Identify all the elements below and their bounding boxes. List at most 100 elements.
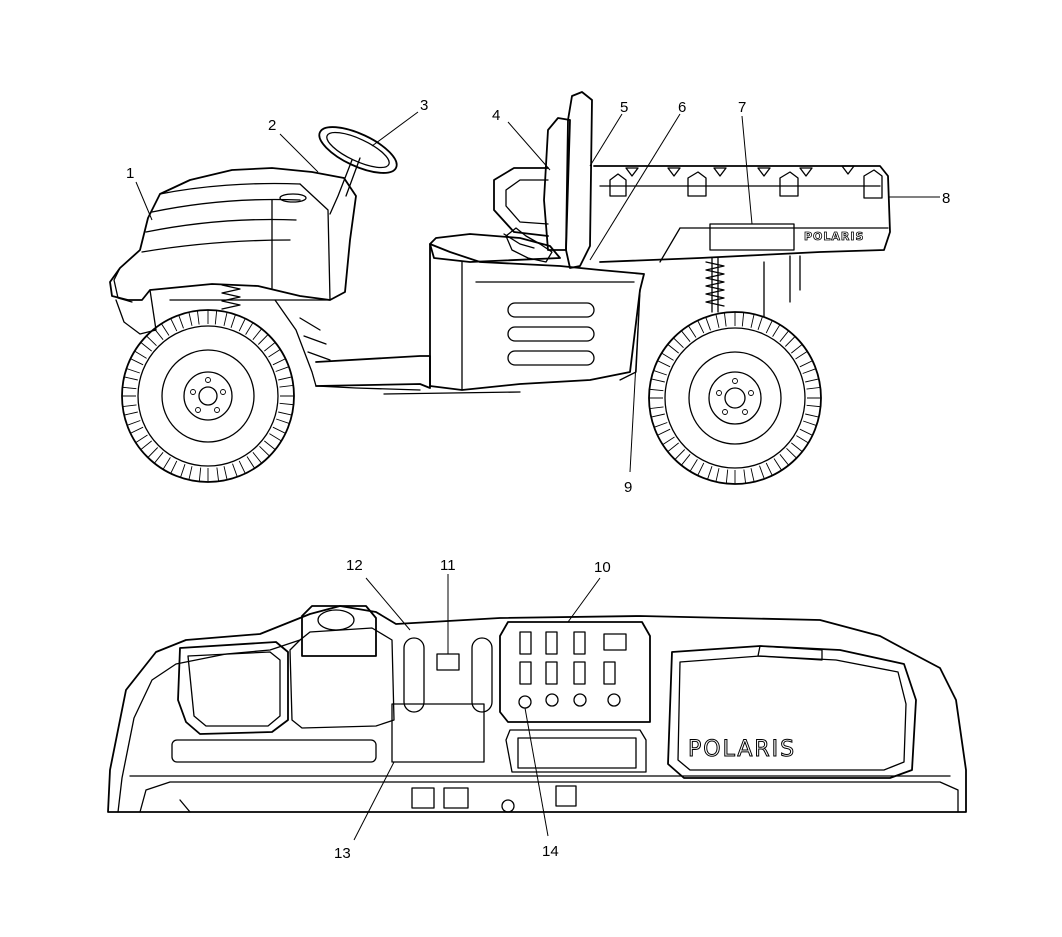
cup-holder xyxy=(301,605,377,657)
tire-tread-block xyxy=(264,341,281,358)
left-slot-gauge xyxy=(403,637,425,713)
tire-tread-block xyxy=(179,464,193,481)
callout-8: 8 xyxy=(942,190,950,207)
tire-tread-block xyxy=(153,323,170,340)
callout-7: 7 xyxy=(738,99,746,116)
tire-tread-block xyxy=(122,404,138,416)
tire-tread-block xyxy=(129,350,147,366)
front-fender xyxy=(274,299,421,391)
tire-tread-block xyxy=(786,442,803,459)
tire-tread-block xyxy=(232,460,246,478)
tire-tread-block xyxy=(689,459,705,477)
tire-tread-block xyxy=(223,311,237,328)
tire-tread-block xyxy=(799,360,817,374)
front-wheel xyxy=(121,309,295,483)
callout-1: 1 xyxy=(126,165,134,182)
hood xyxy=(109,167,357,335)
rear-spring xyxy=(705,257,725,313)
tire-tread-block xyxy=(791,343,808,360)
tire-tread-block xyxy=(252,328,269,345)
tire-tread-block xyxy=(715,312,727,328)
lower-left-strip xyxy=(171,739,377,763)
tire-tread-block xyxy=(269,426,287,442)
tire-tread-block xyxy=(140,335,157,352)
tire-tread-block xyxy=(734,311,745,327)
left-glove-box xyxy=(177,641,289,735)
tire-tread-block xyxy=(147,447,164,464)
tire-tread-block xyxy=(216,466,228,482)
tire-tread-block xyxy=(796,428,814,444)
tire-tread-block xyxy=(725,469,736,485)
tire-tread-block xyxy=(259,440,276,457)
tire-tread-block xyxy=(779,330,796,347)
vehicle-side-view: POLARIS xyxy=(109,91,891,485)
tire-tread-block xyxy=(650,369,667,383)
tire-tread-block xyxy=(680,325,697,342)
tire-tread-block xyxy=(246,452,263,469)
key-switch xyxy=(501,799,515,813)
tire-tread-block xyxy=(750,313,764,330)
tire-tread-block xyxy=(803,413,820,427)
tire-tread-block xyxy=(188,310,200,326)
tire-tread-block xyxy=(806,397,822,408)
callout-4: 4 xyxy=(492,107,500,124)
tire-tread-block xyxy=(276,411,293,425)
cargo-bed: POLARIS xyxy=(593,165,891,381)
callout-13: 13 xyxy=(334,845,351,862)
decal-panel-11 xyxy=(436,653,460,671)
tire-tread-block xyxy=(279,395,295,406)
tire-tread-block xyxy=(759,462,773,480)
callout-5: 5 xyxy=(620,99,628,116)
dash-brand-logo: POLARIS xyxy=(688,737,796,762)
callout-2: 2 xyxy=(268,117,276,134)
callout-14: 14 xyxy=(542,843,559,860)
tire-tread-block xyxy=(126,420,144,434)
callout-3: 3 xyxy=(420,97,428,114)
rear-wheel xyxy=(648,311,822,485)
dashboard-view: POLARIS xyxy=(107,605,967,813)
center-gauges xyxy=(391,637,493,763)
front-spring xyxy=(221,284,241,310)
seat-base xyxy=(429,243,645,391)
tire-tread-block xyxy=(198,467,209,483)
tire-tread-block xyxy=(674,449,691,466)
tire-tread-block xyxy=(656,352,674,368)
tire-tread-block xyxy=(123,367,140,381)
tire-tread-block xyxy=(697,316,711,334)
tire-tread-block xyxy=(272,358,290,372)
tire-tread-block xyxy=(121,386,137,397)
tire-tread-block xyxy=(743,468,755,484)
switch-panel xyxy=(499,621,651,723)
tire-tread-block xyxy=(649,406,665,418)
tire-tread-block xyxy=(667,337,684,354)
tire-tread-block xyxy=(238,317,254,335)
tire-tread-block xyxy=(170,314,184,332)
decal-panel-13 xyxy=(391,703,485,763)
tire-tread-block xyxy=(765,319,781,337)
callout-11: 11 xyxy=(440,557,456,574)
callout-6: 6 xyxy=(678,99,686,116)
tire-tread-block xyxy=(706,466,720,483)
dash-outer-shell xyxy=(107,605,967,813)
tire-tread-block xyxy=(662,436,679,453)
seat-cushion xyxy=(429,233,561,263)
seat-back xyxy=(493,91,593,269)
callout-12: 12 xyxy=(346,557,363,574)
right-slot-gauge xyxy=(471,637,493,713)
tire-tread-block xyxy=(773,454,790,471)
callout-9: 9 xyxy=(624,479,632,496)
tire-tread-block xyxy=(805,378,821,390)
bed-brand-logo: POLARIS xyxy=(804,230,864,243)
tire-tread-block xyxy=(207,309,218,325)
steering-wheel xyxy=(318,126,398,215)
frame-floor xyxy=(315,355,431,389)
tire-tread-block xyxy=(278,376,294,388)
right-glove-box: POLARIS xyxy=(667,645,917,779)
leader-lines xyxy=(135,111,940,841)
tire-tread-block xyxy=(162,457,178,475)
center-cubby xyxy=(505,729,647,773)
tire-tread-block xyxy=(648,388,664,399)
callout-numbers: 1 2 3 4 5 6 7 8 9 10 11 12 13 14 xyxy=(126,97,950,862)
callout-10: 10 xyxy=(594,559,611,576)
